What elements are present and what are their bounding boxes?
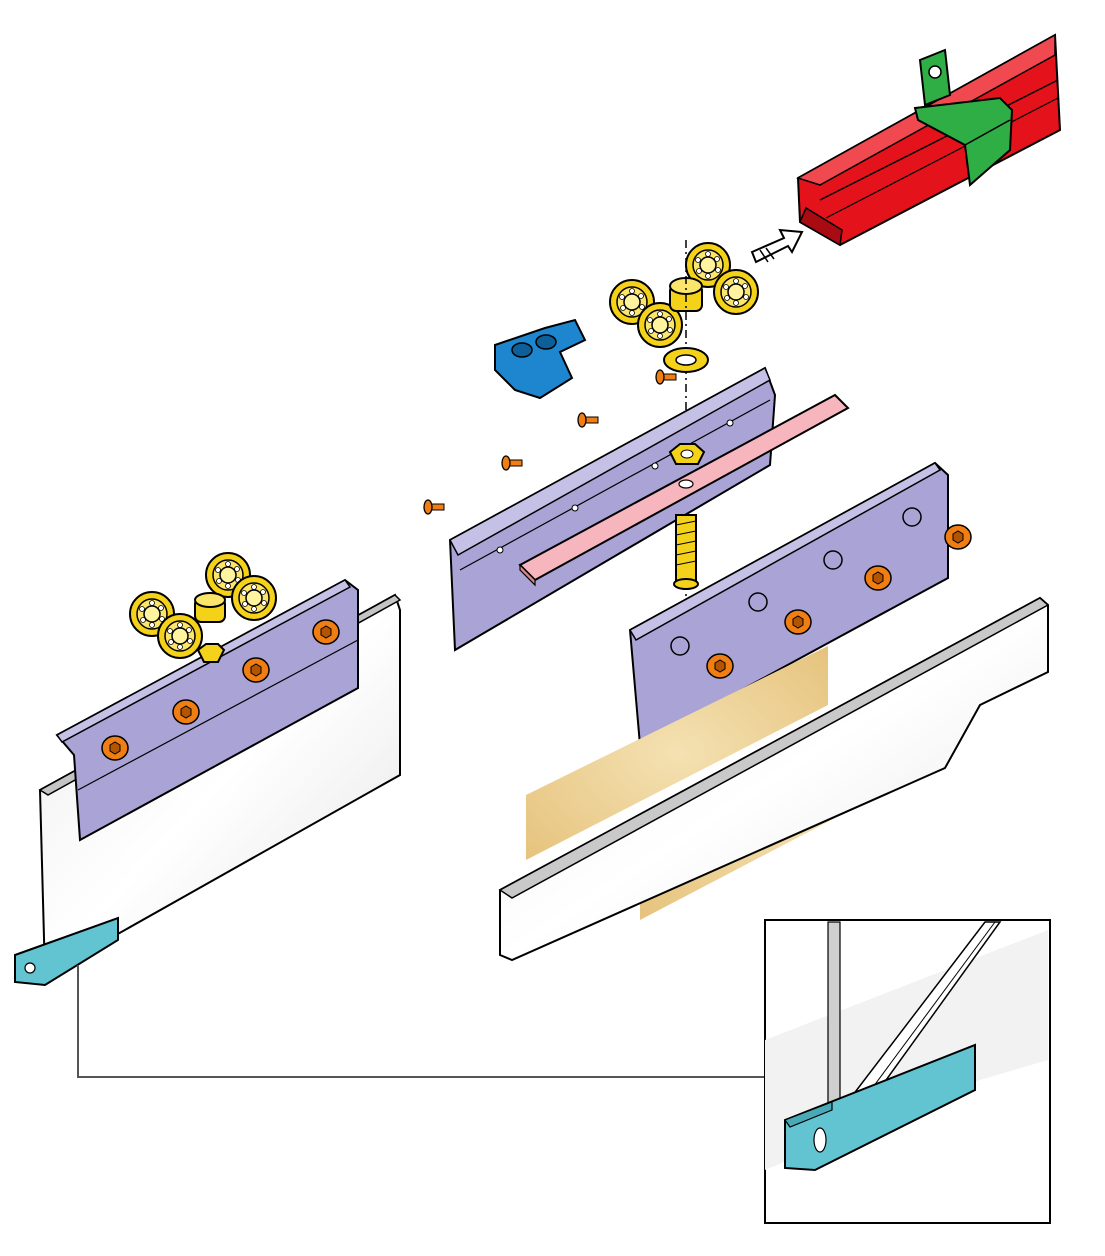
detail-inset — [764, 919, 1051, 1224]
spacer-strip — [518, 393, 850, 587]
ball-bearing-wheel-icon-left — [129, 552, 277, 663]
stopper-block — [494, 318, 587, 400]
seal-profile-left — [14, 916, 119, 987]
ball-bearing-wheel-icon — [609, 242, 759, 348]
washer — [663, 347, 709, 373]
mounting-bracket — [913, 48, 1014, 187]
clamp-profile-lower — [628, 461, 949, 747]
glass-panel-right — [498, 596, 1050, 962]
hex-nut-icon — [668, 443, 706, 465]
gasket-upper — [526, 646, 828, 860]
detail-connector-line — [77, 965, 765, 1078]
threaded-bolt — [673, 514, 699, 590]
arrow-icon — [750, 228, 804, 264]
